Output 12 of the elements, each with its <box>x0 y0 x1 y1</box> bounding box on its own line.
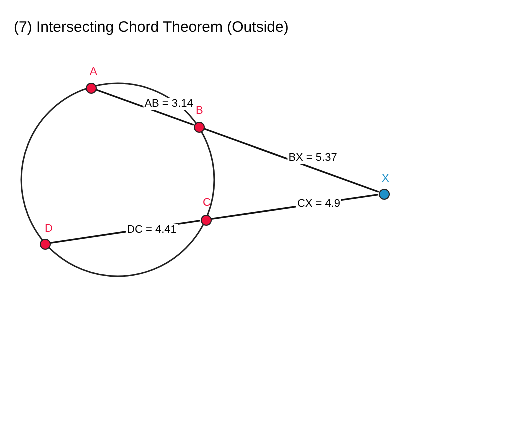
point-label: D <box>45 223 53 235</box>
edge-label: AB = 3.14 <box>144 98 194 110</box>
edge-label: BX = 5.37 <box>288 152 338 164</box>
title: (7) Intersecting Chord Theorem (Outside) <box>14 19 289 36</box>
edge-label: CX = 4.9 <box>296 198 342 210</box>
point-label: A <box>90 66 98 78</box>
point-label: C <box>203 197 211 209</box>
point-label: B <box>196 105 204 117</box>
point-label: X <box>382 173 390 185</box>
line-segment <box>96 89 194 126</box>
line-segment <box>204 128 380 193</box>
edge-label: DC = 4.41 <box>126 224 178 236</box>
